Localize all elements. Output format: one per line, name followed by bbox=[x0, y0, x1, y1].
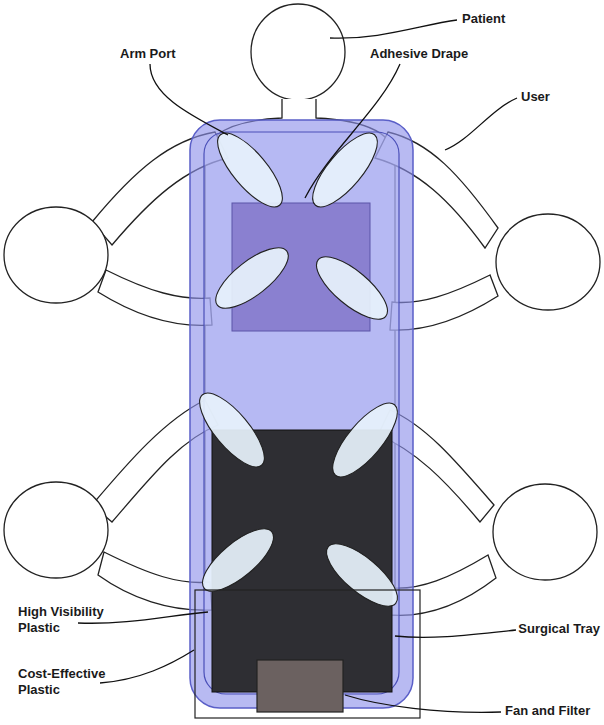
arm-ports bbox=[189, 124, 407, 616]
leader-lines bbox=[78, 20, 517, 712]
callout-label: Adhesive Drape bbox=[370, 46, 468, 62]
callout-label: Surgical Tray bbox=[518, 621, 600, 637]
callout-label: Fan and Filter bbox=[505, 703, 590, 719]
fan-filter-box bbox=[257, 660, 343, 712]
callout-label: User bbox=[521, 89, 550, 105]
callout-label: Patient bbox=[462, 11, 505, 27]
tent-cost-effective-plastic bbox=[190, 120, 413, 708]
callout-label: Arm Port bbox=[120, 46, 176, 62]
callout-label: High Visibility Plastic bbox=[18, 604, 126, 635]
patient-head bbox=[251, 4, 345, 100]
callout-label: Cost-Effective Plastic bbox=[18, 666, 126, 697]
base-frame bbox=[195, 590, 420, 718]
